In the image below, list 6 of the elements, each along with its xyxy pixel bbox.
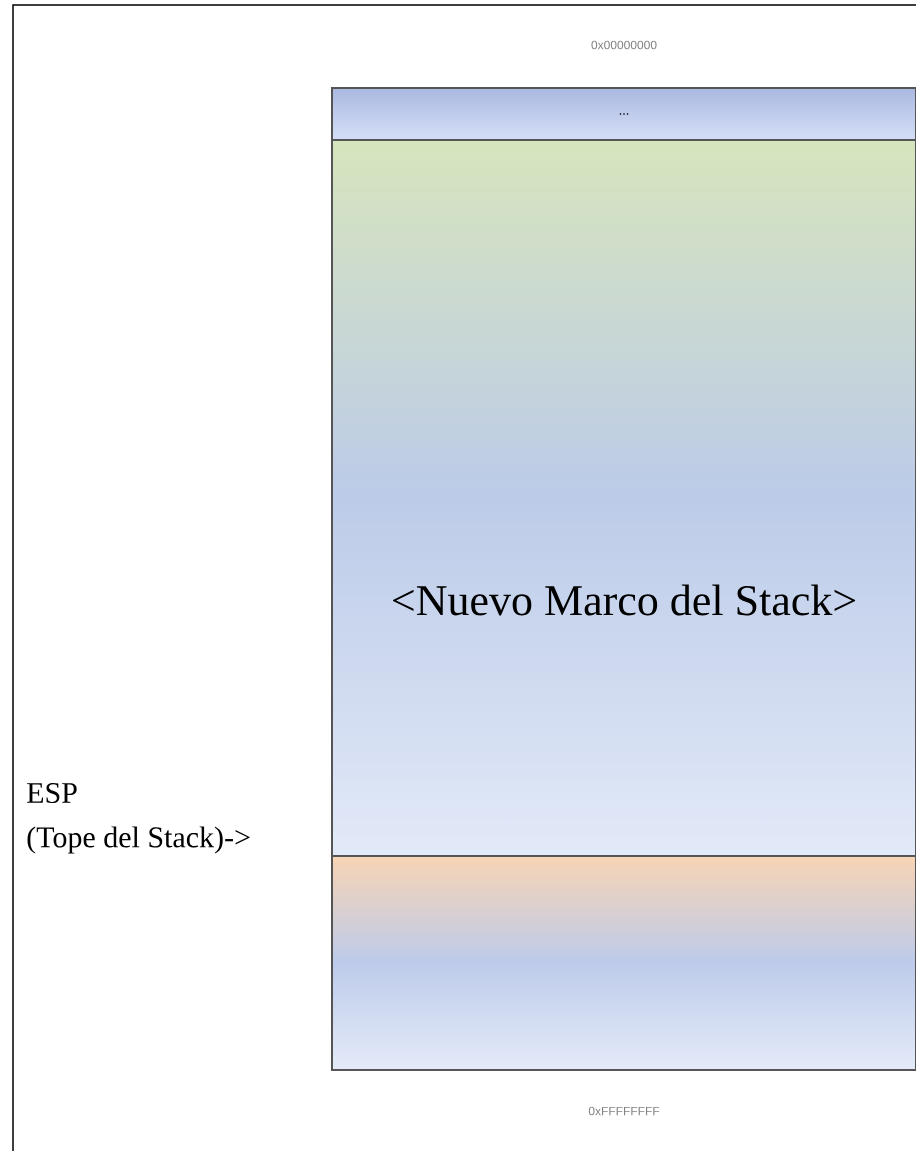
address-label: 0xFFFFFFFF xyxy=(588,1106,660,1116)
memory-block xyxy=(331,855,916,1071)
address-label: 0x00000000 xyxy=(591,40,657,50)
register-label: ESP xyxy=(27,782,77,804)
register-label: (Tope del Stack)-> xyxy=(27,826,250,854)
memory-band: ... xyxy=(331,87,916,141)
